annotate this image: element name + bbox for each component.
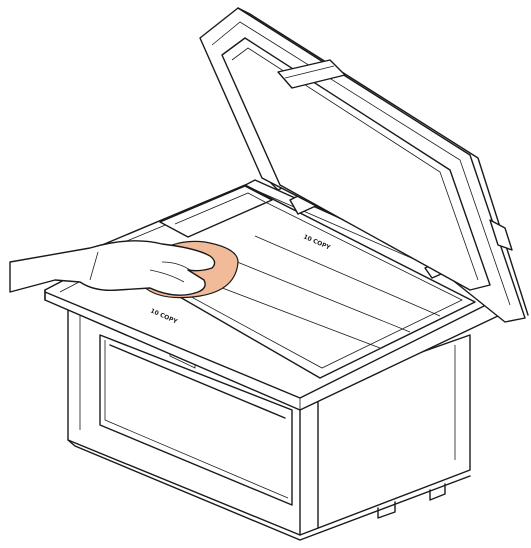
adf-scan-strip: [159, 185, 273, 238]
scanner-lid: [199, 7, 529, 323]
paper-tray: [99, 334, 293, 506]
hand-icon: [9, 240, 216, 296]
printer-feet: [377, 483, 446, 519]
